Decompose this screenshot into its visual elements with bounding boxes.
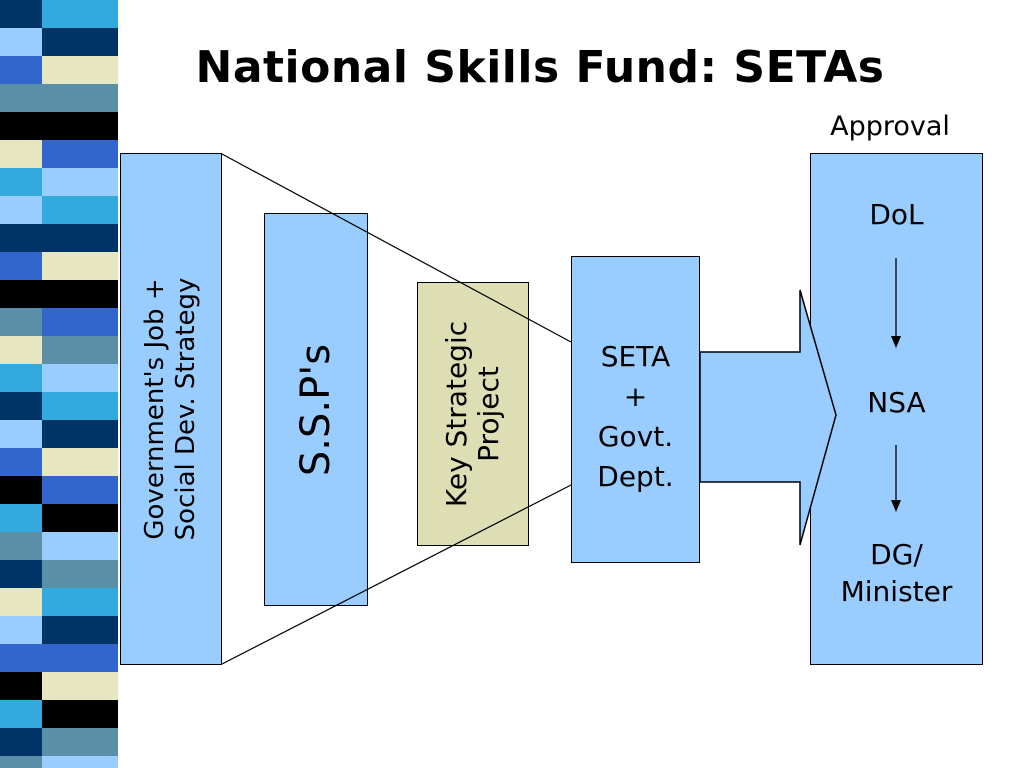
stripe-segment	[0, 700, 42, 728]
funnel-line-top	[221, 153, 572, 343]
stripe-segment	[0, 280, 42, 308]
stripe-segment	[0, 392, 42, 420]
stripe-segment	[42, 56, 118, 84]
seta-govt-line: Govt.	[597, 420, 674, 453]
stripe-column-left	[0, 0, 42, 768]
stripe-segment	[0, 336, 42, 364]
seta-line: SETA	[600, 340, 671, 373]
stripe-segment	[0, 588, 42, 616]
stripe-segment	[42, 252, 118, 280]
arrow-nsa-to-dg	[891, 445, 901, 512]
approval-label: Approval	[830, 111, 950, 142]
stripe-segment	[42, 336, 118, 364]
stripe-segment	[0, 112, 42, 140]
government-strategy-box: Government's Job + Social Dev. Strategy	[120, 153, 222, 665]
seta-dept-line: Dept.	[597, 460, 674, 493]
stripe-segment	[0, 252, 42, 280]
decorative-stripe-bar	[0, 0, 118, 768]
stripe-segment	[42, 392, 118, 420]
funnel-line-bottom	[221, 484, 572, 665]
stripe-segment	[0, 560, 42, 588]
stripe-segment	[42, 308, 118, 336]
dol-label: DoL	[869, 198, 924, 231]
stripe-segment	[42, 448, 118, 476]
stripe-segment	[0, 420, 42, 448]
stripe-segment	[42, 28, 118, 56]
stripe-segment	[42, 140, 118, 168]
stripe-segment	[42, 728, 118, 756]
stripe-segment	[0, 168, 42, 196]
stripe-segment	[0, 616, 42, 644]
nsa-label: NSA	[867, 386, 926, 419]
stripe-segment	[42, 616, 118, 644]
stripe-segment	[0, 84, 42, 112]
ssp-box: S.S.P's	[264, 213, 368, 606]
stripe-segment	[42, 644, 118, 672]
stripe-segment	[42, 672, 118, 700]
stripe-segment	[0, 756, 42, 768]
stripe-segment	[0, 0, 42, 28]
stripe-segment	[0, 196, 42, 224]
stripe-segment	[42, 364, 118, 392]
block-arrow	[699, 289, 837, 546]
dg-minister-label: DG/ Minister	[811, 536, 982, 610]
stripe-segment	[0, 644, 42, 672]
stripe-segment	[0, 532, 42, 560]
stripe-segment	[42, 168, 118, 196]
stripe-column-right	[42, 0, 118, 768]
stripe-segment	[42, 532, 118, 560]
stripe-segment	[42, 560, 118, 588]
stripe-segment	[0, 672, 42, 700]
stripe-segment	[42, 84, 118, 112]
stripe-segment	[42, 420, 118, 448]
stripe-segment	[0, 476, 42, 504]
seta-text: SETA + Govt. Dept.	[572, 337, 699, 497]
stripe-segment	[0, 224, 42, 252]
stripe-segment	[42, 196, 118, 224]
stripe-segment	[42, 700, 118, 728]
stripe-segment	[42, 280, 118, 308]
stripe-segment	[0, 308, 42, 336]
key-strategic-project-box: Key Strategic Project	[417, 282, 529, 546]
stripe-segment	[0, 448, 42, 476]
stripe-segment	[0, 364, 42, 392]
stripe-segment	[42, 224, 118, 252]
stripe-segment	[0, 56, 42, 84]
seta-plus: +	[623, 380, 648, 413]
stripe-segment	[42, 588, 118, 616]
stripe-segment	[0, 728, 42, 756]
stripe-segment	[42, 112, 118, 140]
stripe-segment	[42, 0, 118, 28]
arrow-dol-to-nsa	[891, 258, 901, 348]
stripe-segment	[0, 140, 42, 168]
stripe-segment	[42, 504, 118, 532]
stripe-segment	[42, 756, 118, 768]
stripe-segment	[42, 476, 118, 504]
approval-chain-box: DoL NSA DG/ Minister	[810, 153, 983, 665]
dg-label: DG/	[870, 538, 923, 571]
minister-label: Minister	[840, 575, 953, 608]
stripe-segment	[0, 28, 42, 56]
seta-box: SETA + Govt. Dept.	[571, 256, 700, 563]
slide-title: National Skills Fund: SETAs	[195, 42, 885, 93]
stripe-segment	[0, 504, 42, 532]
